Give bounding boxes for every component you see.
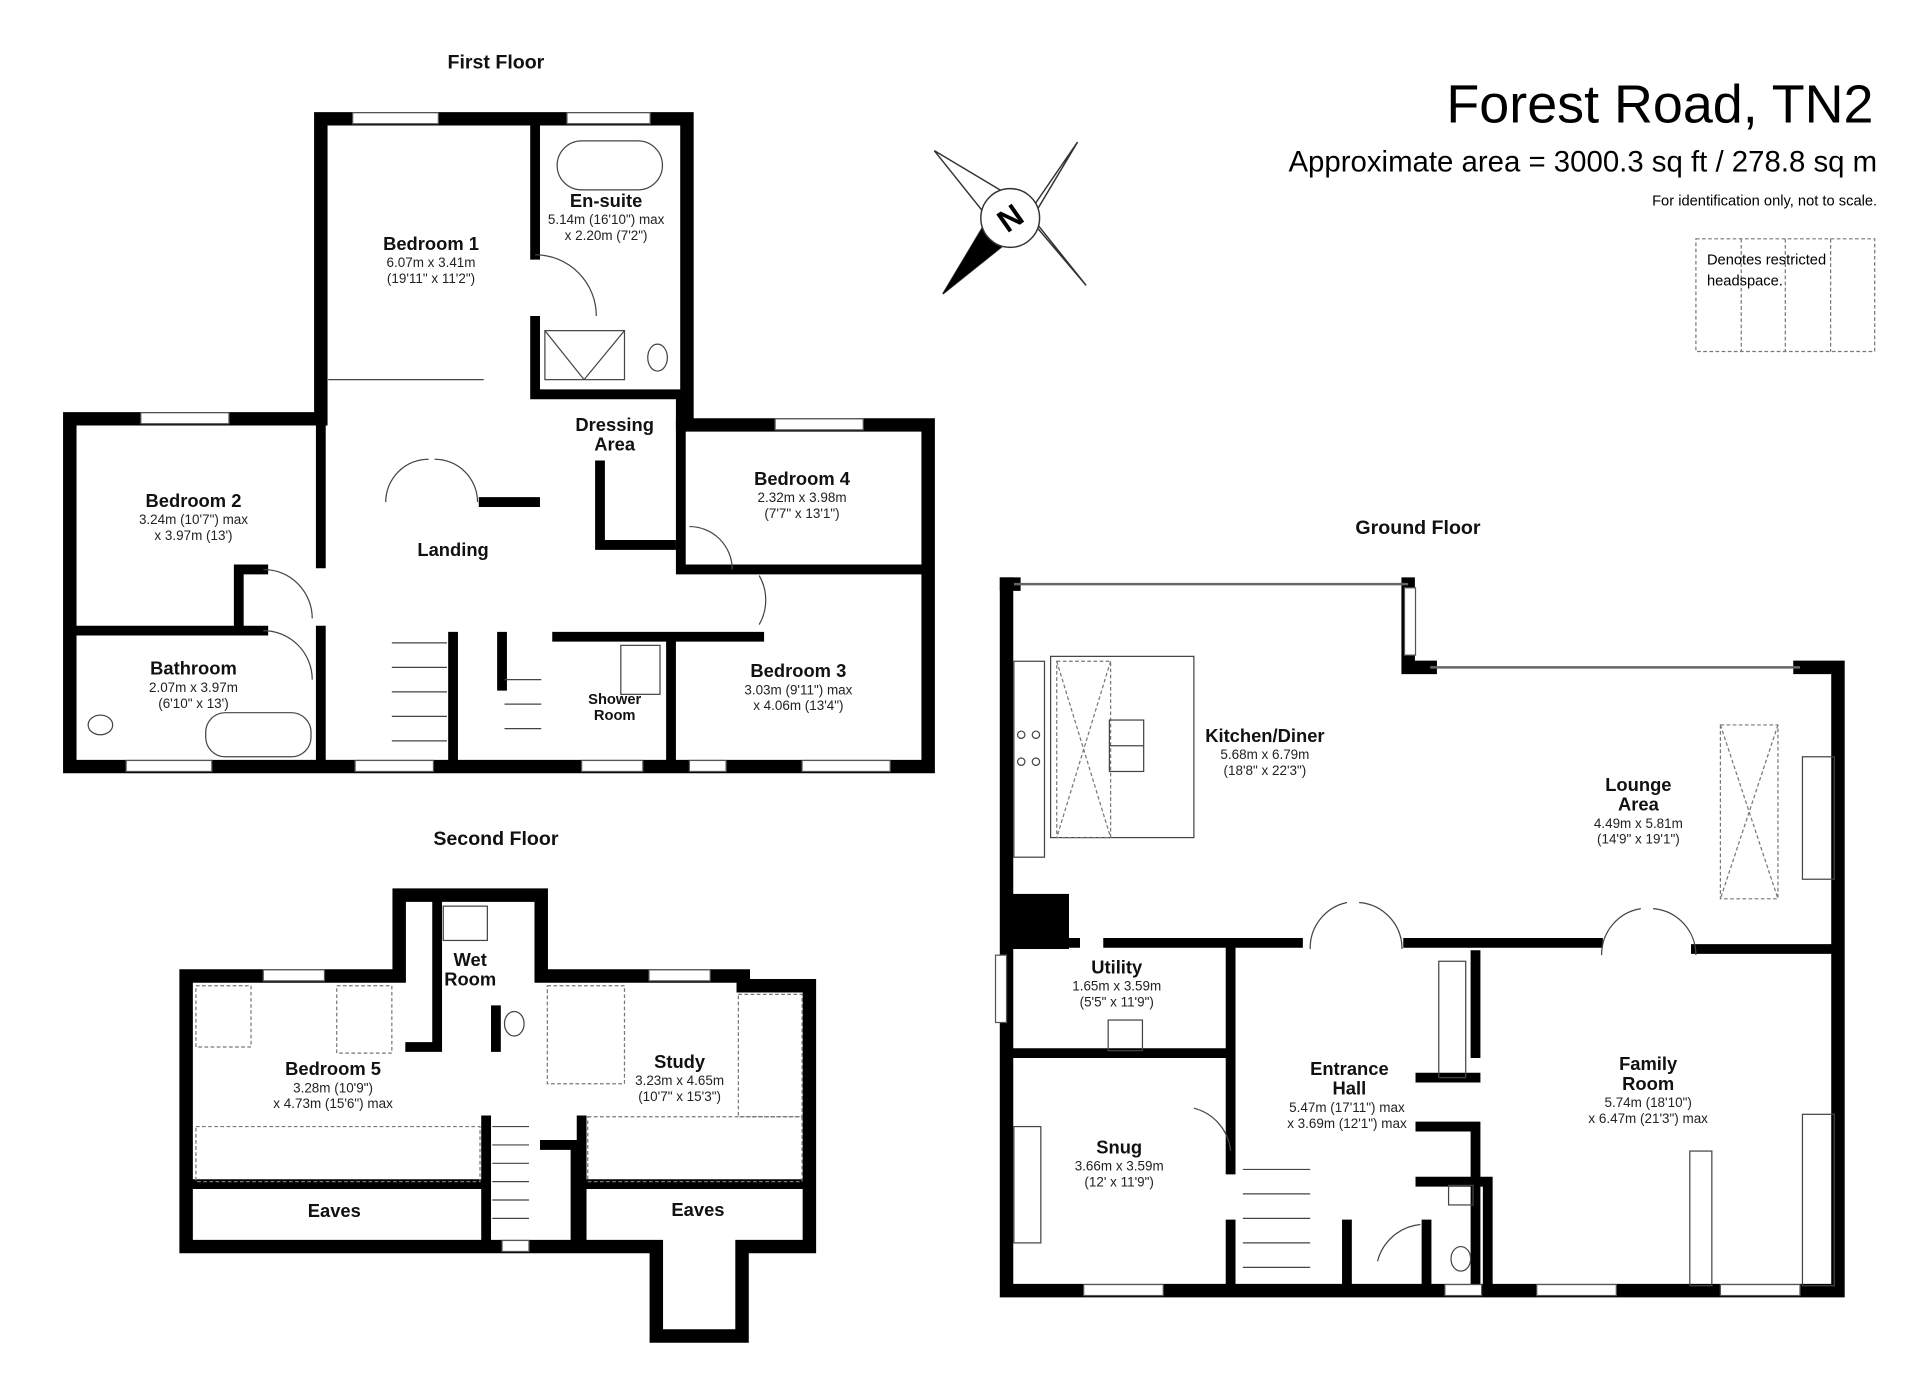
room-dimensions: 4.49m x 5.81m [1594,816,1683,831]
room-name-dressing-area: Area [594,434,636,455]
room-dimensions: x 3.97m (13') [154,528,232,543]
room-name-eaves: Eaves [308,1200,361,1221]
room-name-landing: Landing [417,539,488,560]
ground-floor-plan: Kitchen/Diner 5.68m x 6.79m (18'8" x 22'… [994,577,1845,1298]
room-name-bedroom-4: Bedroom 4 [754,468,851,489]
room-dimensions: 2.32m x 3.98m [758,490,847,505]
room-dimensions: 6.07m x 3.41m [387,255,476,270]
room-name-shower-room: Shower [588,692,641,708]
room-name-eaves: Eaves [671,1199,724,1220]
room-name-entrance-hall: Hall [1333,1078,1367,1099]
room-name-en-suite: En-suite [570,190,642,211]
room-dimensions: 1.65m x 3.59m [1072,979,1161,994]
disclaimer: For identification only, not to scale. [1652,194,1877,210]
first-floor-plan: Bedroom 1 6.07m x 3.41m (19'11" x 11'2")… [63,112,935,774]
room-dimensions: 5.68m x 6.79m [1220,747,1309,762]
room-dimensions: x 3.69m (12'1") max [1287,1116,1407,1131]
room-dimensions: (18'8" x 22'3") [1224,763,1307,778]
legend-text: headspace. [1707,273,1783,289]
room-dimensions: (5'5" x 11'9") [1080,995,1154,1010]
room-dimensions: (7'7" x 13'1") [764,506,839,521]
room-dimensions: 2.07m x 3.97m [149,680,238,695]
room-dimensions: 5.14m (16'10") max [548,212,665,227]
room-name-kitchen-diner: Kitchen/Diner [1205,725,1324,746]
second-floor-label: Second Floor [433,828,558,850]
room-name-shower-room: Room [594,708,636,724]
room-name-bedroom-3: Bedroom 3 [750,660,846,681]
room-name-snug: Snug [1096,1137,1142,1158]
room-dimensions: 3.66m x 3.59m [1075,1159,1164,1174]
approximate-area: Approximate area = 3000.3 sq ft / 278.8 … [1288,145,1877,178]
room-name-wet-room: Wet [454,949,487,970]
room-dimensions: 5.74m (18'10") [1604,1095,1691,1110]
room-name-dressing-area: Dressing [575,414,654,435]
property-title: Forest Road, TN2 [1446,74,1873,134]
room-dimensions: (14'9" x 19'1") [1597,832,1680,847]
room-name-bedroom-1: Bedroom 1 [383,233,479,254]
restricted-headspace-legend: Denotes restricted headspace. [1695,238,1876,353]
room-name-bedroom-5: Bedroom 5 [285,1058,381,1079]
room-name-family-room: Family [1619,1053,1678,1074]
room-dimensions: x 4.73m (15'6") max [273,1096,393,1111]
room-dimensions: x 4.06m (13'4") [753,698,843,713]
room-dimensions: 5.47m (17'11") max [1289,1100,1405,1115]
ground-floor-label: Ground Floor [1355,517,1480,539]
room-dimensions: (12' x 11'9") [1084,1175,1153,1190]
room-name-wet-room: Room [444,969,496,990]
room-dimensions: 3.23m x 4.65m [635,1073,724,1088]
room-name-bathroom: Bathroom [150,658,237,679]
room-name-entrance-hall: Entrance [1310,1058,1389,1079]
room-name-lounge-area: Area [1618,794,1660,815]
room-name-lounge-area: Lounge [1605,774,1671,795]
room-name-utility: Utility [1091,957,1143,978]
room-name-bedroom-2: Bedroom 2 [146,490,242,511]
compass-icon: N [933,141,1087,295]
room-dimensions: x 2.20m (7'2") [565,228,648,243]
room-dimensions: (19'11" x 11'2") [387,271,475,286]
room-dimensions: x 6.47m (21'3") max [1588,1111,1708,1126]
room-dimensions: (6'10" x 13') [158,696,228,711]
room-name-family-room: Room [1622,1073,1674,1094]
room-name-study: Study [654,1051,706,1072]
room-dimensions: 3.03m (9'11") max [744,682,852,697]
second-floor-plan: Wet Room Bedroom 5 3.28m (10'9") x 4.73m… [179,888,817,1343]
room-dimensions: 3.24m (10'7") max [139,512,248,527]
room-dimensions: 3.28m (10'9") [293,1080,373,1095]
room-dimensions: (10'7" x 15'3") [638,1089,721,1104]
first-floor-label: First Floor [448,52,545,74]
legend-text: Denotes restricted [1707,253,1826,269]
